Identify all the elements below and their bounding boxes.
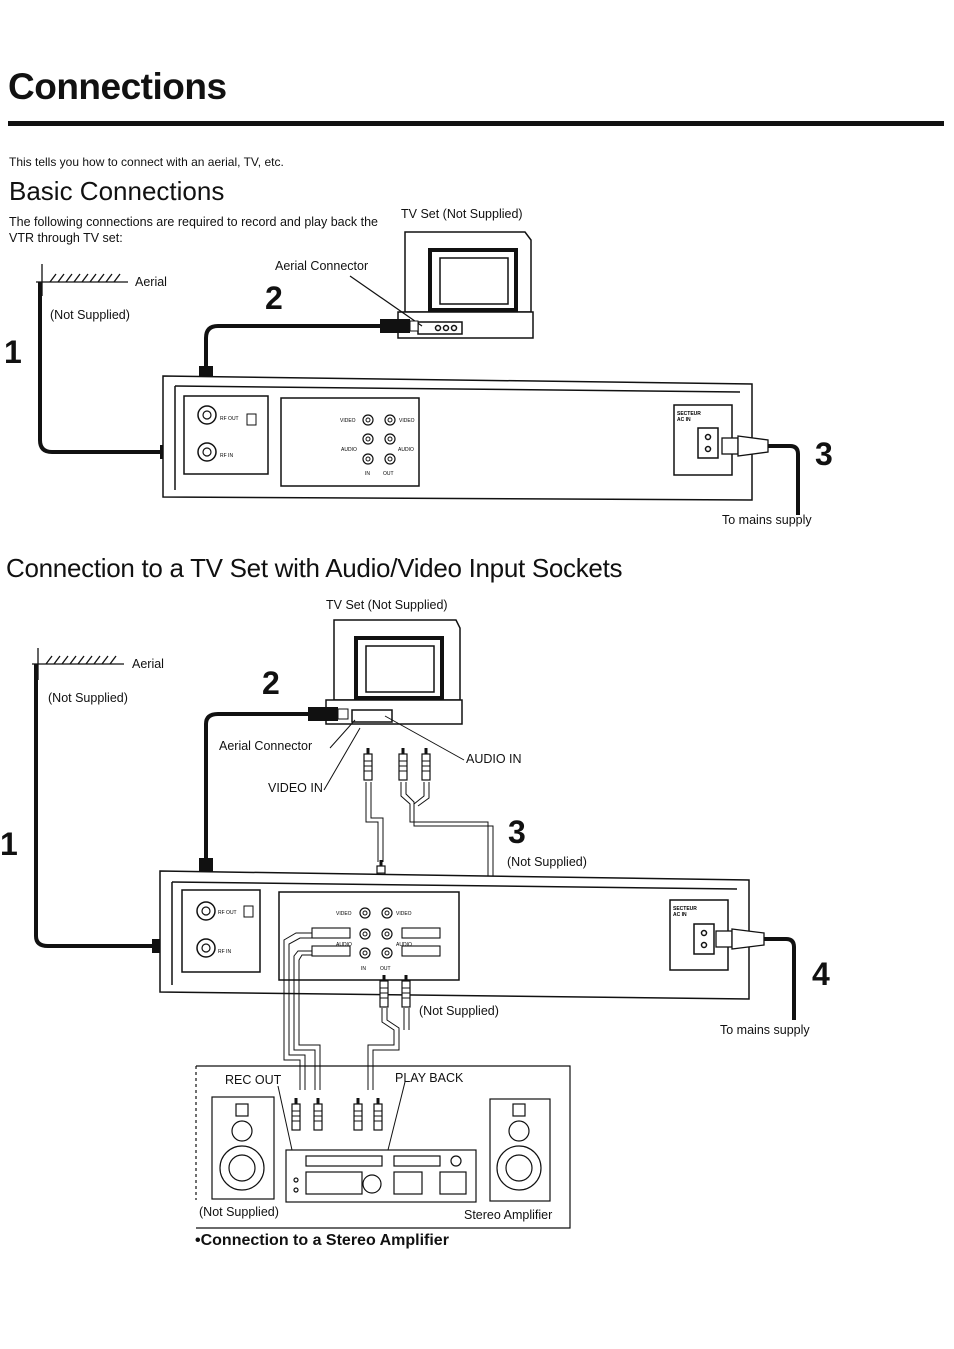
basic-mains-plug xyxy=(721,435,769,457)
intro-text: This tells you how to connect with an ae… xyxy=(9,155,284,169)
svg-text:SECTEUR: SECTEUR xyxy=(677,411,701,417)
stereo-amplifier-box xyxy=(195,1065,571,1229)
av-tv-label: TV Set (Not Supplied) xyxy=(326,598,448,612)
svg-text:RF OUT: RF OUT xyxy=(220,416,239,422)
svg-text:RF IN: RF IN xyxy=(218,949,231,955)
av-tv-set xyxy=(325,619,463,725)
basic-connections-description: The following connections are required t… xyxy=(9,215,378,245)
av-step-2: 2 xyxy=(262,665,280,701)
svg-text:AUDIO: AUDIO xyxy=(336,942,352,948)
amp-rec-out-label: REC OUT xyxy=(225,1073,282,1087)
av-mains-plug xyxy=(715,928,765,950)
svg-text:AUDIO: AUDIO xyxy=(398,447,414,453)
av-cable-not-supplied: (Not Supplied) xyxy=(419,1004,499,1018)
basic-aerial-label: Aerial xyxy=(135,275,167,289)
svg-text:OUT: OUT xyxy=(383,471,394,477)
av-step-1: 1 xyxy=(0,826,18,862)
basic-step-1: 1 xyxy=(4,334,22,370)
svg-text:VIDEO: VIDEO xyxy=(399,418,415,424)
svg-text:AUDIO: AUDIO xyxy=(341,447,357,453)
av-aerial-icon xyxy=(32,648,124,680)
av-step-4: 4 xyxy=(812,956,830,992)
svg-text:VIDEO: VIDEO xyxy=(396,911,412,917)
av-aerial-not-supplied: (Not Supplied) xyxy=(48,691,128,705)
stereo-amplifier-caption: •Connection to a Stereo Amplifier xyxy=(195,1232,449,1249)
svg-text:OUT: OUT xyxy=(380,966,391,972)
basic-aerial-icon xyxy=(36,264,128,296)
av-step-3: 3 xyxy=(508,814,526,850)
basic-tv-set xyxy=(397,231,534,339)
amp-play-back-label: PLAY BACK xyxy=(395,1071,464,1085)
av-mains-label: To mains supply xyxy=(720,1023,810,1037)
av-aerial-label: Aerial xyxy=(132,657,164,671)
svg-text:AC IN: AC IN xyxy=(673,912,687,918)
amp-stereo-amplifier-label: Stereo Amplifier xyxy=(464,1208,553,1222)
svg-text:AUDIO: AUDIO xyxy=(396,942,412,948)
av-audio-in-label: AUDIO IN xyxy=(466,752,522,766)
amp-not-supplied: (Not Supplied) xyxy=(199,1205,279,1219)
svg-text:VIDEO: VIDEO xyxy=(340,418,356,424)
basic-aerial-not-supplied: (Not Supplied) xyxy=(50,308,130,322)
av-step-3-note: (Not Supplied) xyxy=(507,855,587,869)
basic-tv-label: TV Set (Not Supplied) xyxy=(401,207,523,221)
av-connection-heading: Connection to a TV Set with Audio/Video … xyxy=(6,553,623,583)
svg-text:IN: IN xyxy=(365,471,370,477)
svg-text:VIDEO: VIDEO xyxy=(336,911,352,917)
av-aerial-connector-label: Aerial Connector xyxy=(219,739,313,753)
svg-text:RF IN: RF IN xyxy=(220,453,233,459)
basic-connections-heading: Basic Connections xyxy=(9,176,225,206)
svg-text:RF OUT: RF OUT xyxy=(218,910,237,916)
basic-aerial-connector-label: Aerial Connector xyxy=(275,259,369,273)
svg-text:SECTEUR: SECTEUR xyxy=(673,906,697,912)
svg-text:IN: IN xyxy=(361,966,366,972)
title-rule xyxy=(8,121,944,126)
av-video-in-label: VIDEO IN xyxy=(268,781,323,795)
basic-step-3: 3 xyxy=(815,436,833,472)
page-title: Connections xyxy=(8,66,227,107)
svg-text:AC IN: AC IN xyxy=(677,417,691,423)
basic-step-2: 2 xyxy=(265,280,283,316)
basic-vtr-back-panel xyxy=(162,375,753,501)
basic-mains-label: To mains supply xyxy=(722,513,812,527)
av-vtr-back-panel xyxy=(159,870,750,1000)
